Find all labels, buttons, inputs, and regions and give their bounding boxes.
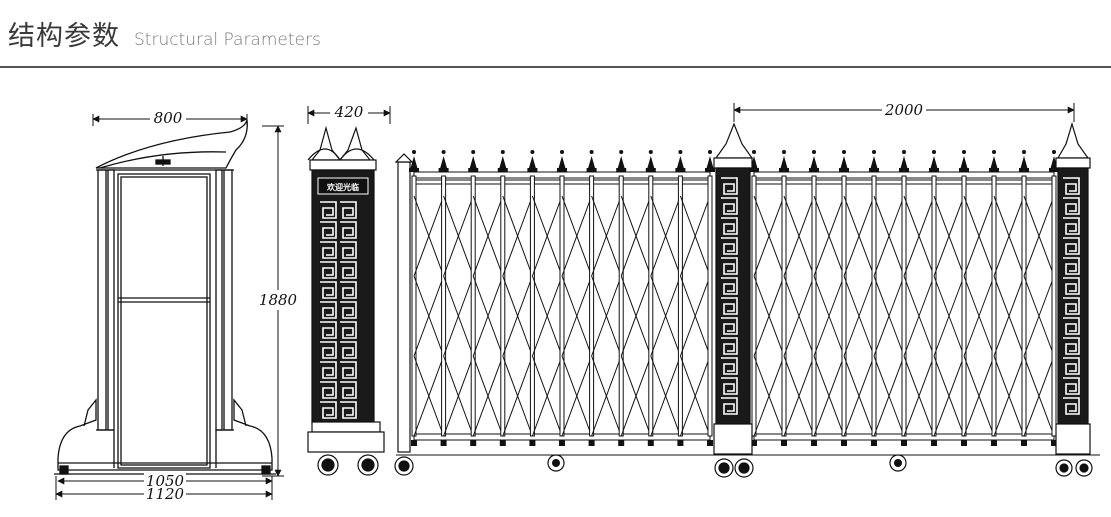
pillar-meander-pattern [320, 201, 357, 419]
pillar-width-label: 420 [334, 103, 364, 121]
base-inner-label: 1050 [146, 472, 185, 490]
middle-pillar-meander-pattern [721, 177, 738, 415]
cabin-width-label: 800 [154, 109, 183, 127]
guard-cabin [54, 119, 276, 475]
section-header: 结构参数 Structural Parameters [8, 14, 321, 54]
section-title-en: Structural Parameters [134, 30, 321, 50]
cabin-dimensions [55, 110, 300, 502]
end-pillar [1055, 121, 1093, 477]
pillar-dimension [307, 104, 391, 124]
gate-section-left [409, 150, 715, 472]
middle-pillar [713, 122, 754, 478]
cabin-height-label: 1880 [259, 291, 298, 309]
gate-section-right [749, 150, 1059, 472]
header-divider [0, 66, 1111, 68]
section-title-cn: 结构参数 [8, 21, 120, 52]
motor-post [394, 153, 414, 476]
section-dimension [733, 101, 1075, 122]
section-width-label: 2000 [884, 101, 924, 119]
end-pillar-meander-pattern [1063, 177, 1080, 415]
base-outer-label: 1120 [146, 485, 185, 503]
welcome-sign: 欢迎光临 [326, 182, 359, 192]
